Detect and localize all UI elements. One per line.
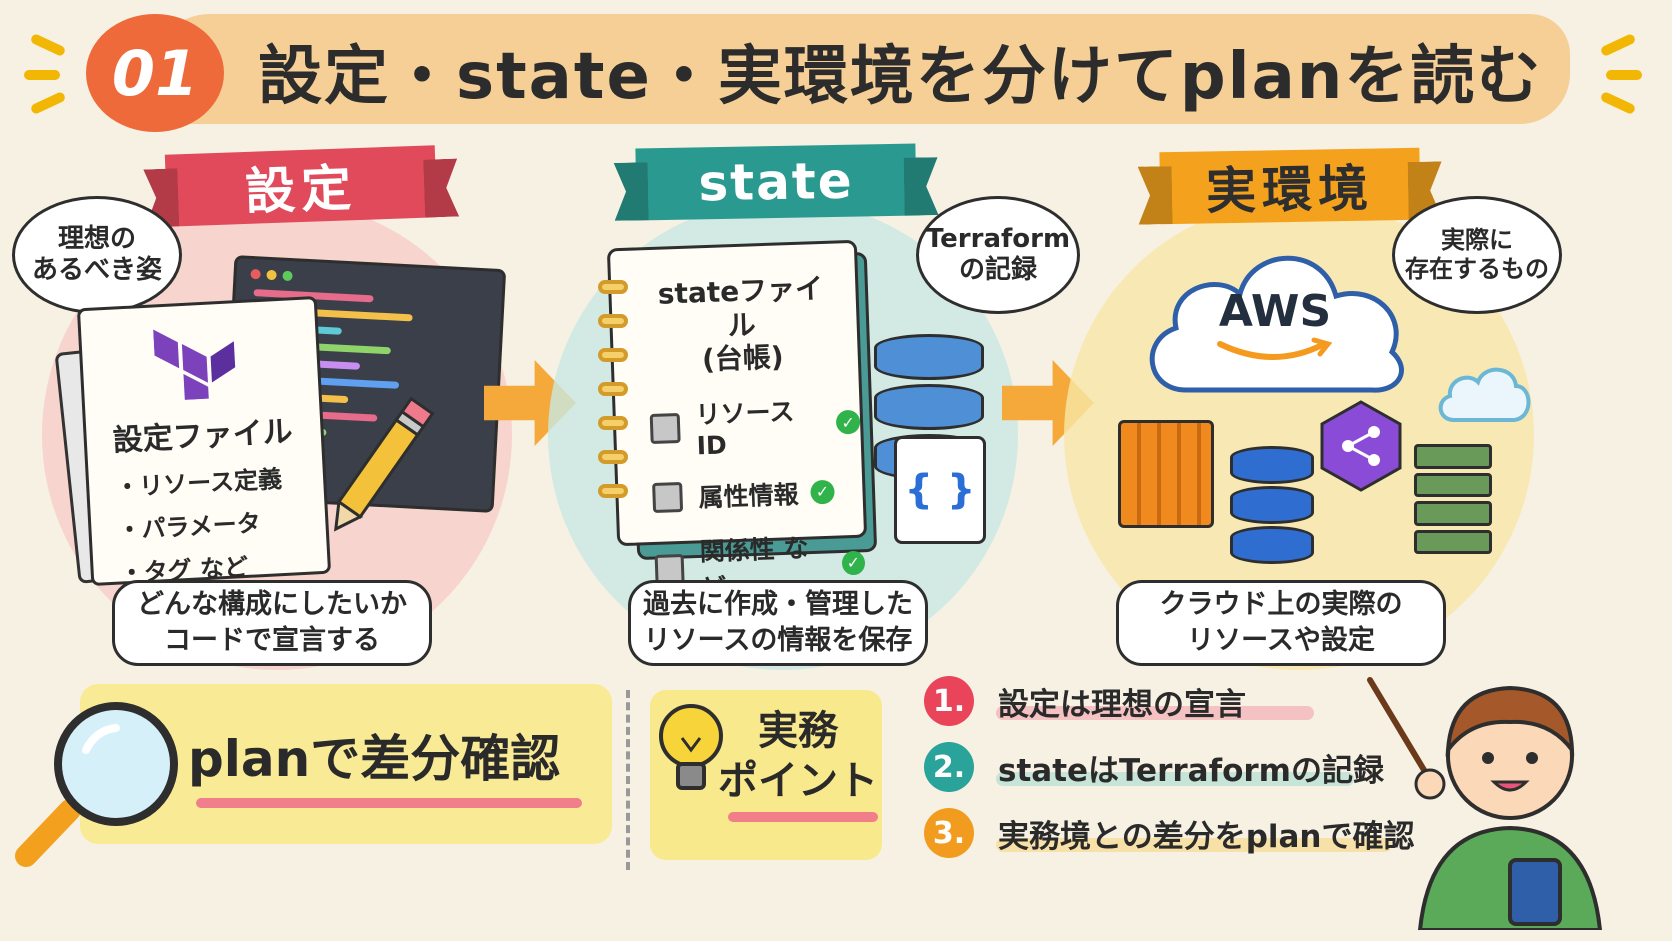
sparkle-icon [29, 90, 67, 116]
point-number-3: 3. [924, 808, 974, 858]
config-caption: どんな構成にしたいか コードで宣言する [112, 580, 432, 666]
state-row-label: リソースID [695, 396, 795, 461]
cube-icon [649, 413, 681, 445]
presenter-character-icon [1367, 677, 1603, 930]
aws-logo-text: AWS [1218, 286, 1332, 337]
real-env-speech-bubble: 実際に 存在するもの [1392, 196, 1562, 314]
practice-point-label: 実務 ポイント [718, 708, 878, 804]
lightbulb-icon [659, 704, 723, 790]
point-text-2: stateはTerraformの記録 [998, 752, 1384, 789]
state-ribbon: state [635, 143, 917, 221]
cloud-icon [1149, 255, 1404, 393]
state-row-label: 属性情報 [698, 479, 800, 513]
state-speech-bubble: Terraform の記録 [916, 196, 1080, 314]
sparkle-icon [1606, 70, 1642, 80]
point-text-1: 設定は理想の宣言 [998, 686, 1246, 723]
sparkle-icon [1599, 32, 1637, 58]
check-icon: ✓ [810, 479, 835, 505]
magnifier-icon [15, 702, 178, 867]
notebook-title: stateファイル (台帳) [657, 271, 824, 377]
config-doc-title: 設定ファイル [111, 414, 294, 459]
json-file-icon: { } [894, 436, 986, 544]
check-icon: ✓ [841, 550, 866, 576]
notebook-binder-rings [598, 280, 628, 498]
state-caption: 過去に作成・管理した リソースの情報を保存 [628, 580, 928, 666]
config-speech-bubble: 理想の あるべき姿 [12, 196, 182, 314]
aws-smile-icon [1217, 337, 1333, 360]
real-env-ribbon: 実環境 [1159, 147, 1421, 225]
config-ribbon: 設定 [164, 145, 438, 227]
terraform-logo-icon [153, 329, 236, 400]
point-highlight [996, 838, 1392, 852]
cube-icon [652, 481, 684, 513]
network-hexagon-icon [1320, 400, 1402, 492]
state-file-notebook: stateファイル (台帳) リソースID ✓ 属性情報 ✓ 関係性 など ✓ [606, 239, 868, 602]
sparkle-icon [1599, 90, 1637, 116]
compute-server-icon [1118, 420, 1214, 528]
title-band [150, 14, 1570, 124]
plan-diff-label: planで差分確認 [188, 730, 561, 788]
point-underline [728, 812, 878, 822]
sparkle-icon [29, 32, 67, 58]
state-row: 属性情報 ✓ [652, 472, 863, 515]
title-number-badge: 01 [86, 14, 224, 132]
small-cloud-icon [1438, 367, 1531, 422]
database-icon [874, 334, 984, 480]
point-highlight [996, 706, 1314, 720]
sparkle-icon [24, 70, 60, 80]
state-row: リソースID ✓ [649, 390, 861, 462]
real-env-caption: クラウド上の実際の リソースや設定 [1116, 580, 1446, 666]
section-divider [626, 690, 630, 870]
point-text-3: 実務境との差分をplanで確認 [998, 818, 1415, 855]
point-highlight [996, 772, 1354, 786]
point-number-1: 1. [924, 676, 974, 726]
config-doc-item: ・パラメータ [116, 509, 262, 545]
plan-underline [196, 798, 582, 808]
server-rack-icon [1414, 444, 1492, 554]
config-file-document: 設定ファイル ・リソース定義 ・パラメータ ・タグ など [76, 295, 332, 588]
check-icon: ✓ [835, 410, 861, 435]
config-doc-item: ・リソース定義 [114, 464, 283, 502]
storage-database-icon [1230, 446, 1314, 564]
point-number-2: 2. [924, 742, 974, 792]
page-title: 設定・state・実環境を分けてplanを読む [258, 40, 1543, 114]
pencil-icon [333, 396, 435, 532]
